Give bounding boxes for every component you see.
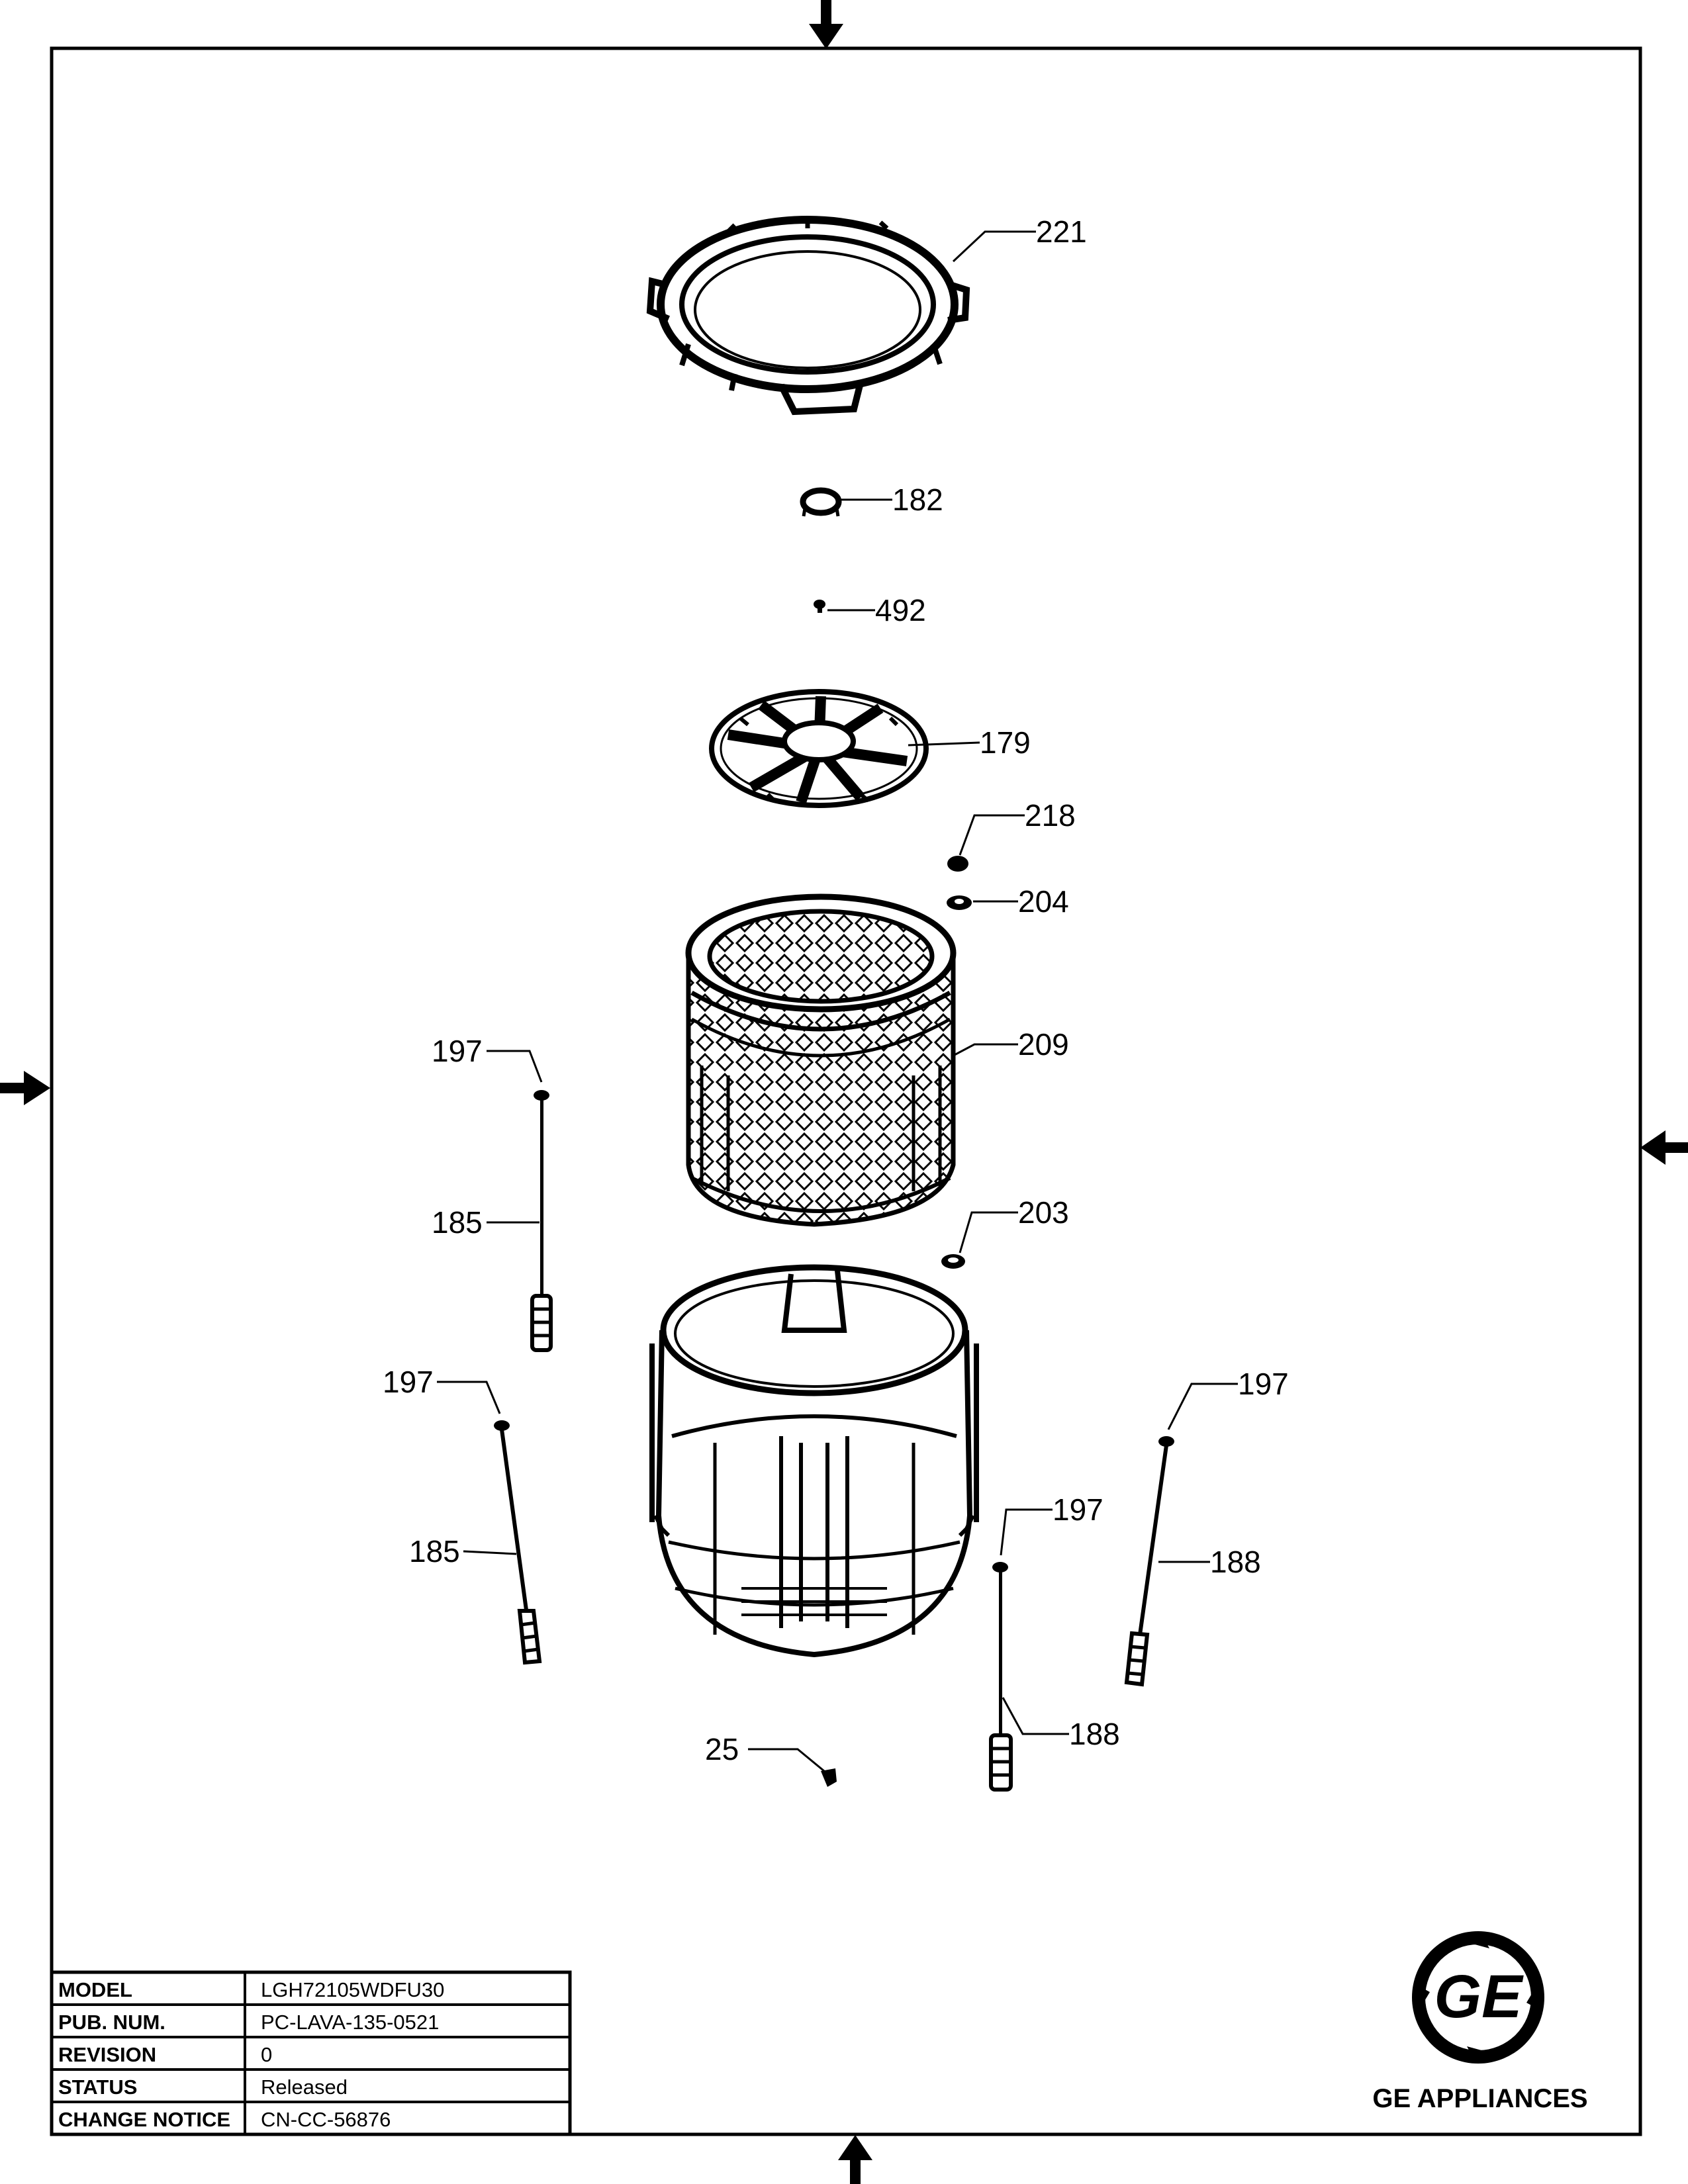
leader-197-d xyxy=(1000,1508,1053,1556)
callout-492: 492 xyxy=(875,593,926,627)
tb-value-change-notice: CN-CC-56876 xyxy=(261,2108,391,2131)
suspension-rod-center-right[interactable] xyxy=(989,1562,1013,1792)
suspension-rod-left-lower[interactable] xyxy=(494,1420,542,1665)
callout-197-d: 197 xyxy=(1053,1492,1103,1527)
callout-188-a: 188 xyxy=(1210,1545,1261,1579)
bottom-center-arrow xyxy=(838,2135,872,2184)
part-209-wash-basket[interactable] xyxy=(685,893,957,1227)
top-center-arrow xyxy=(809,0,843,49)
callout-197-b: 197 xyxy=(383,1365,434,1399)
tb-label-status: STATUS xyxy=(58,2075,137,2099)
ge-logo: GE xyxy=(1412,1931,1544,2064)
suspension-rod-left-upper[interactable] xyxy=(530,1090,553,1352)
leader-197-b xyxy=(437,1381,501,1414)
callout-221: 221 xyxy=(1036,214,1087,249)
leader-209 xyxy=(953,1043,1018,1057)
callout-197-a: 197 xyxy=(432,1034,483,1068)
leader-179 xyxy=(908,741,980,747)
leader-188-b xyxy=(1002,1697,1069,1735)
part-25-screw[interactable] xyxy=(821,1768,837,1787)
leader-203 xyxy=(959,1211,1018,1253)
part-179-pulsator[interactable] xyxy=(709,689,929,808)
callout-188-b: 188 xyxy=(1069,1717,1120,1751)
leader-185-b xyxy=(463,1550,517,1555)
title-block: MODEL LGH72105WDFU30 PUB. NUM. PC-LAVA-1… xyxy=(50,1970,572,2136)
part-182-cap[interactable] xyxy=(800,487,842,517)
drawing-border xyxy=(50,46,1642,2136)
callout-179: 179 xyxy=(980,725,1031,760)
part-218-nut[interactable] xyxy=(947,856,968,872)
callout-218: 218 xyxy=(1025,798,1076,833)
callout-204: 204 xyxy=(1018,884,1069,919)
tb-value-model: LGH72105WDFU30 xyxy=(261,1978,444,2001)
tb-value-pub-num: PC-LAVA-135-0521 xyxy=(261,2011,439,2034)
leader-197-a xyxy=(487,1050,543,1083)
brand-name: GE APPLIANCES xyxy=(1372,2084,1587,2113)
part-221-tub-ring[interactable] xyxy=(650,220,966,412)
leader-221 xyxy=(952,230,1036,263)
leader-25 xyxy=(748,1748,825,1772)
callout-203: 203 xyxy=(1018,1195,1069,1230)
right-center-arrow xyxy=(1640,1130,1688,1165)
callout-209: 209 xyxy=(1018,1027,1069,1062)
callout-185-b: 185 xyxy=(409,1534,460,1569)
tb-label-model: MODEL xyxy=(58,1978,132,2001)
tb-value-status: Released xyxy=(261,2075,348,2099)
callout-197-c: 197 xyxy=(1238,1367,1289,1401)
part-203-washer[interactable] xyxy=(941,1254,965,1269)
tb-value-revision: 0 xyxy=(261,2043,272,2066)
callout-185-a: 185 xyxy=(432,1205,483,1240)
outer-tub[interactable] xyxy=(649,1264,979,1658)
ge-logo-text: GE xyxy=(1434,1963,1524,2030)
tb-label-change-notice: CHANGE NOTICE xyxy=(58,2108,230,2131)
leader-218 xyxy=(959,814,1025,856)
suspension-rod-right[interactable] xyxy=(1124,1436,1174,1687)
tb-label-pub-num: PUB. NUM. xyxy=(58,2011,165,2034)
part-204-washer[interactable] xyxy=(947,895,972,910)
part-492-bolt[interactable] xyxy=(814,600,825,613)
callout-25: 25 xyxy=(705,1732,739,1766)
left-center-arrow xyxy=(0,1071,50,1105)
tb-label-revision: REVISION xyxy=(58,2043,156,2066)
callout-182: 182 xyxy=(892,482,943,517)
leader-197-c xyxy=(1167,1383,1238,1430)
